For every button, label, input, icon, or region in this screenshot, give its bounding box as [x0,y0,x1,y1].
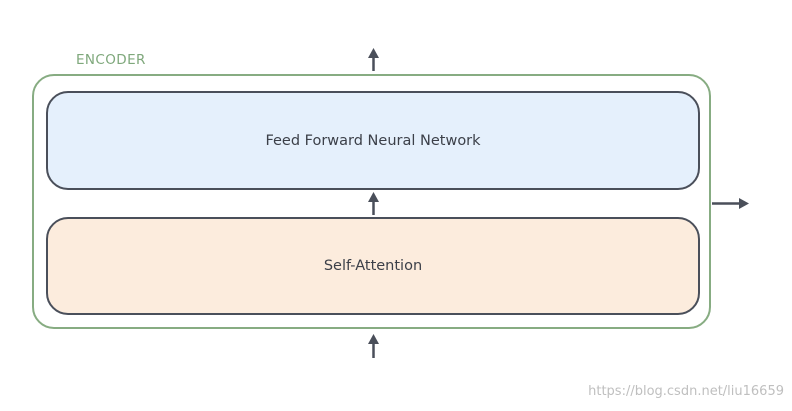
output-right-arrow-icon [712,198,749,209]
output-up-arrow-icon [368,48,379,71]
middle-up-arrow-icon [368,192,379,215]
feed-forward-layer: Feed Forward Neural Network [46,91,700,190]
encoder-block [32,74,711,329]
feed-forward-label: Feed Forward Neural Network [265,132,481,149]
watermark-url: https://blog.csdn.net/liu16659 [588,384,784,399]
self-attention-layer: Self-Attention [46,217,700,315]
encoder-label: ENCODER [76,52,146,68]
input-up-arrow-icon [368,334,379,358]
self-attention-label: Self-Attention [323,258,423,274]
